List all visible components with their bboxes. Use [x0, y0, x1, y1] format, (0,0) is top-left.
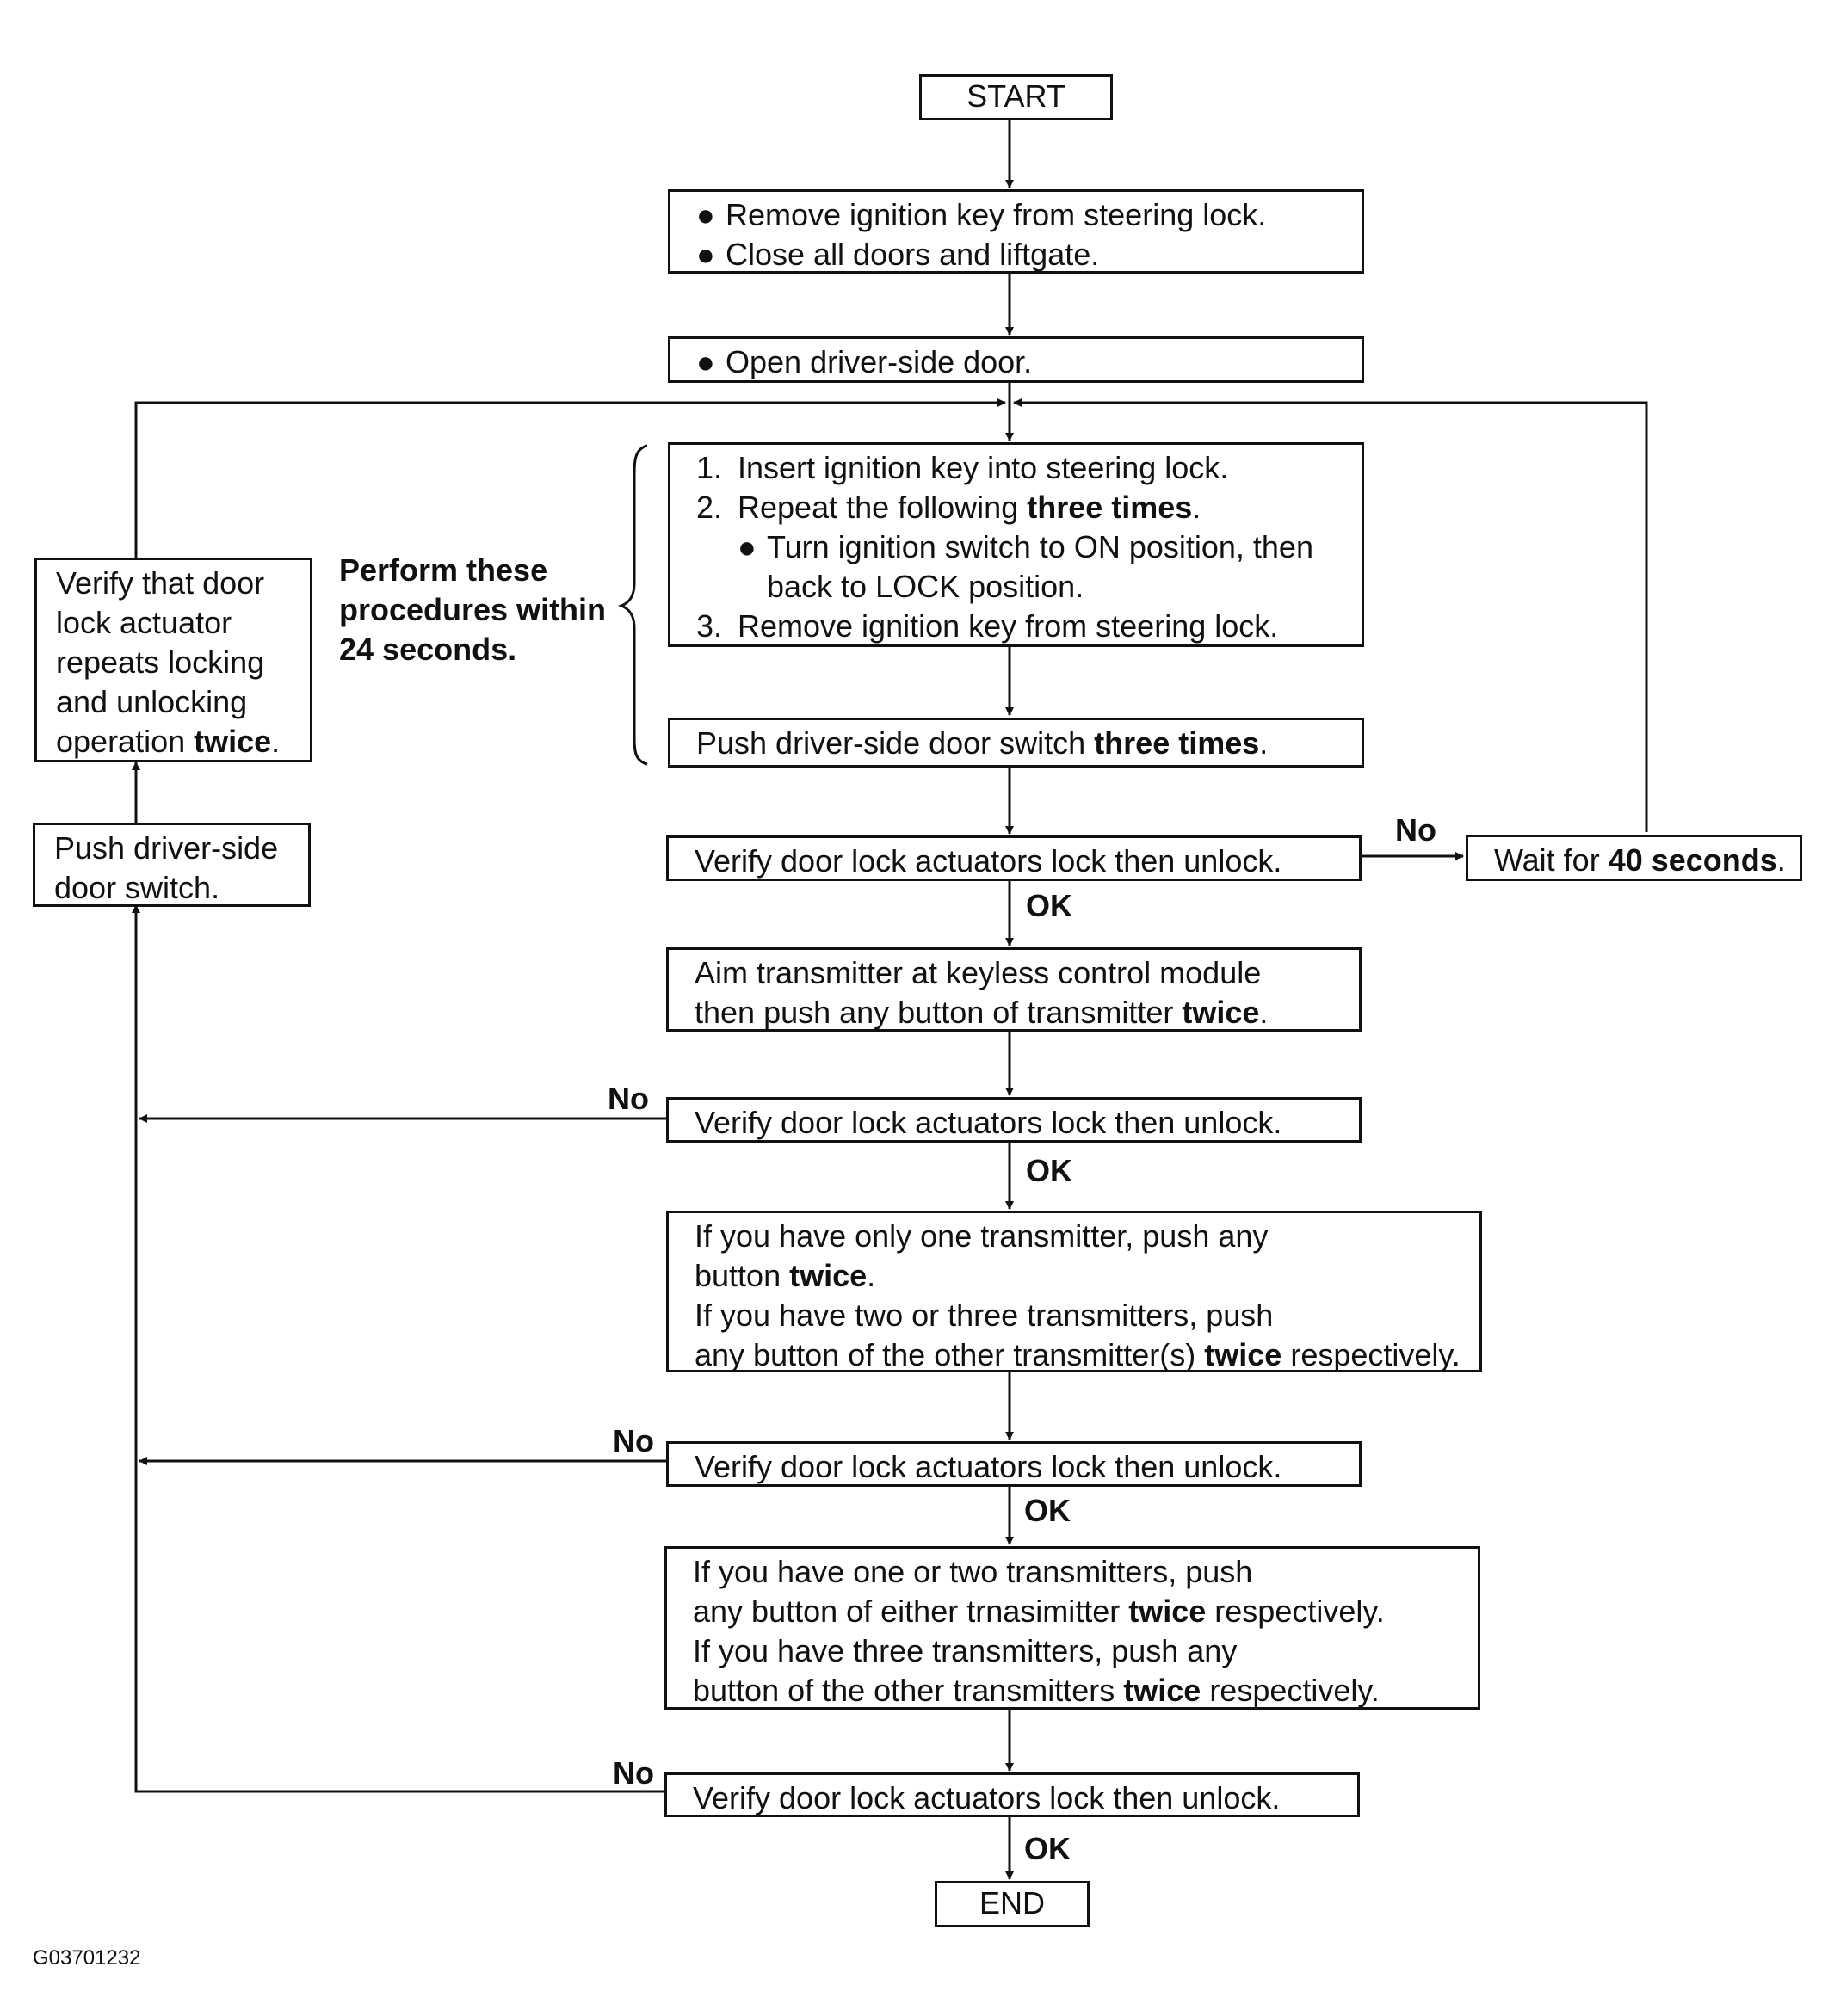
step-ignition-procedure: 1.Insert ignition key into steering lock… — [668, 442, 1364, 647]
bullet-dot-icon: ● — [696, 237, 715, 272]
procedure-item-3: 3.Remove ignition key from steering lock… — [696, 608, 1279, 644]
no-label-verify2: No — [608, 1081, 649, 1116]
no-label-verify4: No — [613, 1755, 654, 1791]
loop-left-back — [134, 398, 1006, 558]
aim-transmitter-box: Aim transmitter at keyless control modul… — [666, 947, 1362, 1032]
no-label-wait: No — [1395, 812, 1436, 848]
bullet-line-1: ●Remove ignition key from steering lock. — [696, 195, 1362, 235]
figure-id: G03701232 — [33, 1946, 141, 1970]
bullet-dot-icon: ● — [696, 344, 715, 379]
line-verify4-no — [134, 1463, 667, 1793]
ok-label-2: OK — [1026, 1153, 1072, 1188]
trans2-line-2: any button of either trnasimitter twice … — [693, 1594, 1385, 1629]
bullet-dot-icon: ● — [696, 197, 715, 232]
verify-box-4: Verify door lock actuators lock then unl… — [664, 1772, 1360, 1817]
ok-label-1: OK — [1026, 888, 1072, 923]
step-open-driver-door: ●Open driver-side door. — [668, 336, 1364, 383]
procedure-item-2: 2.Repeat the following three times. — [696, 490, 1201, 525]
transmitter-step-1: If you have only one transmitter, push a… — [666, 1211, 1482, 1372]
time-limit-note: Perform these procedures within 24 secon… — [339, 552, 607, 667]
verify-box-3: Verify door lock actuators lock then unl… — [666, 1441, 1362, 1487]
end-box: END — [935, 1881, 1090, 1927]
trans1-line-4: any button of the other transmitter(s) t… — [695, 1337, 1461, 1372]
step-remove-key-close-doors: ●Remove ignition key from steering lock.… — [668, 189, 1364, 274]
time-brace — [617, 444, 648, 766]
bullet-dot-icon: ● — [738, 529, 757, 564]
transmitter-step-2: If you have one or two transmitters, pus… — [664, 1546, 1480, 1710]
end-label: END — [979, 1885, 1045, 1920]
left-push-door-switch-box: Push driver-side door switch. — [33, 823, 311, 907]
ok-label-3: OK — [1024, 1493, 1071, 1528]
aim-line-2: then push any button of transmitter twic… — [695, 995, 1269, 1030]
start-label: START — [966, 78, 1065, 114]
bullet-line-2: ●Close all doors and liftgate. — [696, 235, 1362, 274]
trans2-line-4: button of the other transmitters twice r… — [693, 1673, 1380, 1708]
loop-wait-back — [1013, 398, 1648, 832]
left-verify-repeat-box: Verify that door lock actuator repeats l… — [34, 558, 312, 762]
trans1-line-2: button twice. — [695, 1258, 876, 1293]
left-verify-line-5: operation twice. — [56, 724, 281, 759]
verify-box-1: Verify door lock actuators lock then unl… — [666, 835, 1362, 881]
verify-box-2: Verify door lock actuators lock then unl… — [666, 1097, 1362, 1143]
procedure-sub-1: ●Turn ignition switch to ON position, th… — [696, 527, 1362, 567]
procedure-sub-2: back to LOCK position. — [767, 569, 1084, 604]
wait-box: Wait for 40 seconds. — [1466, 835, 1802, 881]
bullet-line: ●Open driver-side door. — [696, 342, 1362, 382]
procedure-item-1: 1.Insert ignition key into steering lock… — [696, 450, 1229, 485]
no-label-verify3: No — [613, 1423, 654, 1458]
start-box: START — [919, 74, 1113, 120]
ok-label-4: OK — [1024, 1831, 1071, 1866]
step-push-door-switch-three: Push driver-side door switch three times… — [668, 718, 1364, 768]
